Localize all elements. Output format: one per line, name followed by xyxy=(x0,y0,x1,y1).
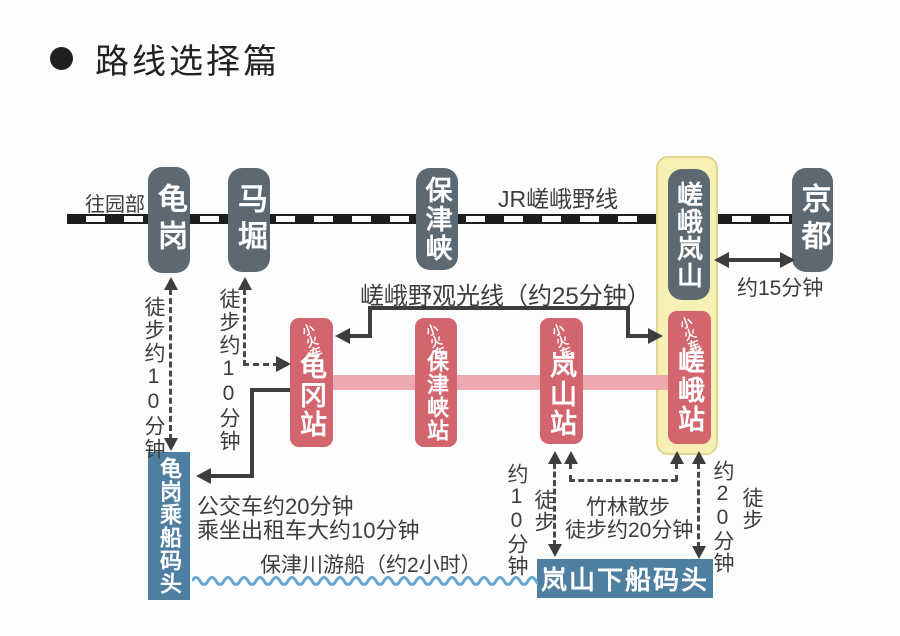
bamboo-label-1: 竹林散步 xyxy=(586,496,670,519)
road-connector-h2 xyxy=(211,474,254,478)
station-name: 保津峡站 xyxy=(424,349,449,442)
torokko-line xyxy=(310,375,670,390)
scenic-bracket-left-stub xyxy=(348,334,372,338)
bamboo-label-2: 徒步约20分钟 xyxy=(565,519,694,542)
road-connector-v xyxy=(250,388,254,478)
scenic-line-label: 嵯峨野观光线（约25分钟） xyxy=(360,283,651,310)
landing-dock-box: 岚山下船码头 xyxy=(537,559,713,598)
bullet-icon xyxy=(50,47,73,70)
torokko-station-arashiyama: 小火车 岚山站 xyxy=(540,318,583,444)
boat-wave xyxy=(192,576,538,586)
direction-label: 往园部 xyxy=(85,194,145,216)
bamboo-line-mid xyxy=(569,479,677,482)
walk-saga-dock-line xyxy=(697,463,700,548)
torokko-station-kameoka: 小火车 龟冈站 xyxy=(290,318,333,447)
dock-name: 岚山下船码头 xyxy=(540,565,709,595)
station-name: 京都 xyxy=(796,183,830,257)
station-name: 马堀 xyxy=(233,183,266,257)
arrowhead-down-icon xyxy=(164,438,178,451)
bamboo-line-right xyxy=(675,463,678,481)
arrowhead-left-icon xyxy=(196,468,211,484)
kyoto-duration-label: 约15分钟 xyxy=(737,277,824,300)
station-name: 龟岗 xyxy=(153,183,186,257)
dock-name: 龟岗乘船码头 xyxy=(157,457,182,595)
boarding-dock-box: 龟岗乘船码头 xyxy=(148,452,190,600)
scenic-bracket-right-arm xyxy=(626,306,630,338)
bamboo-line-left xyxy=(569,463,572,481)
jr-station-umahori: 马堀 xyxy=(228,168,270,272)
page-title: 路线选择篇 xyxy=(95,44,280,81)
arrowhead-up-icon xyxy=(548,451,562,464)
walk-umahori-label: 徒步约10分钟 xyxy=(217,288,240,453)
walk-umahori-line-h xyxy=(243,363,279,366)
station-name: 嵯峨站 xyxy=(674,347,704,434)
arrowhead-right-icon xyxy=(780,252,795,268)
bus-label: 公交车约20分钟 xyxy=(197,494,354,519)
station-name: 龟冈站 xyxy=(296,352,326,439)
arrowhead-up-icon xyxy=(670,451,684,464)
arrowhead-right-icon xyxy=(648,328,663,344)
walk-arashiyama-mode: 徒步 xyxy=(532,489,555,533)
walk-arashiyama-duration: 约10分钟 xyxy=(505,463,528,577)
walk-kameoka-dock-label: 徒步约10分钟 xyxy=(142,296,165,461)
scenic-bracket-top xyxy=(368,306,630,310)
walk-kameoka-dock-line xyxy=(169,289,172,440)
arrowhead-down-icon xyxy=(548,544,562,557)
taxi-label: 乘坐出租车大约10分钟 xyxy=(197,518,420,543)
jr-station-hozukyo: 保津峡 xyxy=(416,168,458,270)
jr-station-saga-arashiyama: 嵯峨岚山 xyxy=(668,169,710,300)
arrowhead-left-icon xyxy=(714,252,729,268)
torokko-station-saga: 小火车 嵯峨站 xyxy=(668,311,711,444)
station-name: 保津峡 xyxy=(421,175,452,263)
jr-line-label: JR嵯峨野线 xyxy=(498,186,619,212)
arrowhead-down-icon xyxy=(692,546,706,559)
walk-arashiyama-dock-line xyxy=(553,463,556,546)
arrowhead-up-icon xyxy=(564,451,578,464)
walk-saga-duration: 约20分钟 xyxy=(711,460,734,574)
walk-saga-mode: 徒步 xyxy=(740,487,763,531)
torokko-station-hozukyo: 小火车 保津峡站 xyxy=(415,318,457,447)
arrowhead-up-icon xyxy=(238,277,252,290)
station-name: 岚山站 xyxy=(546,350,576,438)
arrowhead-up-icon xyxy=(164,277,178,290)
walk-umahori-line-v xyxy=(243,289,246,366)
cruise-label: 保津川游船（约2小时） xyxy=(260,554,482,577)
jr-station-kyoto: 京都 xyxy=(792,168,833,272)
road-connector-h1 xyxy=(250,388,290,392)
scenic-bracket-right-stub xyxy=(626,334,650,338)
arrowhead-right-icon xyxy=(276,356,291,372)
kyoto-arrow-line xyxy=(722,258,786,262)
jr-station-kameoka: 龟岗 xyxy=(148,167,190,273)
arrowhead-up-icon xyxy=(692,451,706,464)
arrowhead-left-icon xyxy=(335,328,350,344)
station-name: 嵯峨岚山 xyxy=(673,180,704,289)
scenic-bracket-left-arm xyxy=(368,306,372,338)
